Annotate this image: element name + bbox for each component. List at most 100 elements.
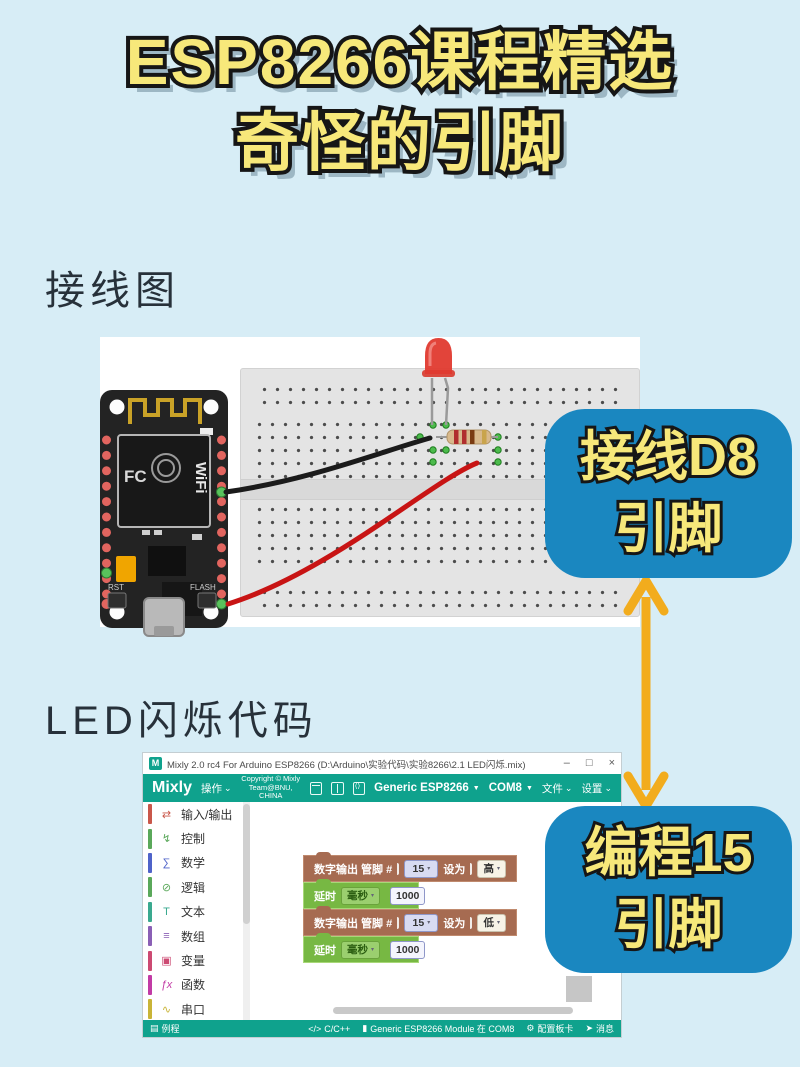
canvas-control-block: [566, 976, 592, 1002]
fc-mark: FC: [124, 467, 147, 486]
sidebar-item-text[interactable]: T 文本: [143, 900, 250, 924]
code-lang-button[interactable]: </> C/C++: [308, 1023, 351, 1034]
callout-wiring-d8: 接线D8 接线D8 引脚 引脚: [545, 409, 792, 578]
sidebar-item-array[interactable]: ≡ 数组: [143, 924, 250, 948]
wiring-section-label: 接线图: [45, 269, 180, 313]
mixly-statusbar: ▤ 例程 </> C/C++ ▮ Generic ESP8266 Module …: [143, 1020, 621, 1037]
pin-dropdown[interactable]: 15▾: [404, 859, 439, 878]
sidebar-item-control[interactable]: ↯ 控制: [143, 826, 250, 850]
page-title-line2: 奇怪的引脚 奇怪的引脚: [231, 103, 567, 183]
wifi-shield: FC WiFi: [117, 434, 211, 528]
dropdown-caret-icon: ▾: [496, 919, 500, 926]
dropdown-caret-icon: ▾: [427, 919, 431, 926]
chip-1: [148, 546, 186, 576]
sidebar-item-logic[interactable]: ⊘ 逻辑: [143, 875, 250, 899]
caret-down-icon: ▼: [525, 784, 533, 792]
examples-button[interactable]: ▤ 例程: [150, 1023, 180, 1034]
horizontal-scrollbar-thumb[interactable]: [333, 1007, 573, 1014]
io-icon: ⇄: [161, 808, 172, 821]
logic-icon: ⊘: [161, 881, 172, 894]
unit-dropdown[interactable]: 毫秒▾: [341, 940, 381, 959]
code-section-label: LED闪烁代码: [45, 699, 318, 743]
board-status: ▮ Generic ESP8266 Module 在 COM8: [362, 1023, 515, 1034]
unit-dropdown[interactable]: 毫秒▾: [341, 886, 381, 905]
delay-value-field[interactable]: 1000: [390, 886, 426, 905]
board-icon: ▮: [362, 1023, 368, 1033]
sidebar-item-variable[interactable]: ▣ 变量: [143, 948, 250, 972]
block-canvas[interactable]: 数字输出 管脚 # 15▾ 设为 高▾ 延时 毫秒▾ 1000 数字输出 管脚 …: [250, 802, 621, 1020]
mixly-titlebar: M Mixly 2.0 rc4 For Arduino ESP8266 (D:\…: [143, 753, 621, 774]
usb-connector: [143, 597, 185, 637]
panel-toggle-icon[interactable]: [309, 781, 323, 795]
regulator-yellow: [116, 556, 136, 582]
control-icon: ↯: [161, 833, 172, 846]
level-dropdown[interactable]: 低▾: [477, 913, 506, 932]
mixly-window: M Mixly 2.0 rc4 For Arduino ESP8266 (D:\…: [143, 753, 621, 1037]
menu-settings[interactable]: 设置⌄: [581, 782, 612, 795]
antenna-trace: [128, 398, 202, 424]
serial-icon: ∿: [161, 1003, 172, 1016]
code-icon: </>: [308, 1023, 322, 1034]
breadboard-rail-bottom: [255, 583, 625, 610]
messages-button[interactable]: ➤ 消息: [585, 1023, 614, 1034]
block-digital-output-high[interactable]: 数字输出 管脚 # 15▾ 设为 高▾: [303, 852, 517, 882]
board-select[interactable]: Generic ESP8266 ▼: [374, 782, 480, 794]
double-arrow: [623, 577, 669, 810]
dropdown-caret-icon: ▾: [371, 892, 375, 899]
mixly-toolbar: Mixly 操作⌄ Copyright © Mixly Team@BNU, CH…: [143, 774, 621, 802]
mixly-sidebar: ⇄ 输入/输出 ↯ 控制 ∑ 数学 ⊘ 逻辑 T 文本 ≡ 数组: [143, 802, 250, 1020]
page-title-line1: ESP8266课程精选 ESP8266课程精选: [122, 22, 676, 102]
wifi-label: WiFi: [192, 462, 209, 494]
window-title: Mixly 2.0 rc4 For Arduino ESP8266 (D:\Ar…: [167, 759, 526, 771]
mixly-brand: Mixly: [152, 779, 193, 796]
sidebar-scrollbar-thumb[interactable]: [243, 804, 250, 924]
rst-label: RST: [108, 583, 124, 592]
sidebar-item-serial[interactable]: ∿ 串口: [143, 997, 250, 1021]
config-board-button[interactable]: ⚙ 配置板卡: [526, 1023, 574, 1034]
callout-top-line1: 接线D8 接线D8: [577, 424, 760, 490]
jumper-wire-black: [223, 435, 433, 495]
function-icon: ƒx: [160, 978, 173, 991]
sidebar-item-io[interactable]: ⇄ 输入/输出: [143, 802, 250, 826]
caret-down-icon: ▼: [472, 784, 480, 792]
rst-button: [107, 592, 127, 609]
minimize-button[interactable]: –: [563, 757, 570, 769]
led-red: [422, 338, 455, 426]
delay-value-field[interactable]: 1000: [390, 940, 426, 959]
close-button[interactable]: ×: [608, 757, 615, 769]
split-view-icon[interactable]: [331, 781, 344, 795]
chevron-down-icon: ⌄: [564, 782, 573, 793]
dropdown-caret-icon: ▾: [371, 946, 375, 953]
document-icon: ▤: [150, 1023, 159, 1033]
block-digital-output-low[interactable]: 数字输出 管脚 # 15▾ 设为 低▾: [303, 906, 517, 936]
send-icon: ➤: [585, 1023, 593, 1033]
resistor: [436, 429, 498, 445]
sidebar-item-math[interactable]: ∑ 数学: [143, 851, 250, 875]
wiring-overlay: FC WiFi RST FLASH: [100, 338, 502, 637]
gear-icon: ⚙: [526, 1023, 535, 1033]
sidebar-item-function[interactable]: ƒx 函数: [143, 973, 250, 997]
menu-file[interactable]: 文件⌄: [541, 782, 573, 795]
port-select[interactable]: COM8 ▼: [488, 782, 533, 794]
flash-button: [197, 592, 217, 609]
dropdown-caret-icon: ▾: [427, 865, 431, 872]
connected-holes: [416, 421, 502, 466]
block-delay-1[interactable]: 延时 毫秒▾ 1000: [303, 879, 426, 909]
esp8266-board: FC WiFi RST FLASH: [100, 390, 228, 637]
callout-bottom-line2: 引脚 引脚: [612, 891, 726, 957]
maximize-button[interactable]: □: [585, 757, 593, 769]
code-view-icon[interactable]: [352, 781, 366, 795]
pin-dropdown[interactable]: 15▾: [404, 913, 439, 932]
block-delay-2[interactable]: 延时 毫秒▾ 1000: [303, 933, 426, 963]
variable-icon: ▣: [161, 955, 172, 968]
menu-operate[interactable]: 操作⌄: [201, 782, 232, 795]
chevron-down-icon: ⌄: [604, 782, 612, 793]
array-icon: ≡: [163, 930, 170, 943]
dropdown-caret-icon: ▾: [496, 865, 500, 872]
breadboard-center-channel: [241, 479, 639, 500]
breadboard-rail-top: [255, 380, 625, 407]
jumper-wire-red: [225, 460, 480, 607]
flash-label: FLASH: [190, 583, 216, 592]
page-title: ESP8266课程精选 ESP8266课程精选 奇怪的引脚 奇怪的引脚: [0, 22, 800, 183]
level-dropdown[interactable]: 高▾: [477, 859, 506, 878]
